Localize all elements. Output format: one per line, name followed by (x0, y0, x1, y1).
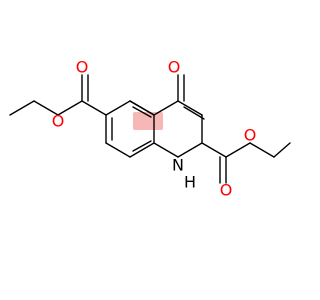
benzene-inner-double-bond-3 (132, 106, 152, 118)
carbonyl-oxygen-label: O (168, 58, 181, 77)
nitrogen-hydrogen-label: H (184, 173, 196, 192)
left-ethyl-bond-1 (33, 100, 59, 116)
right-ester-ether-oxygen-label: O (244, 126, 257, 145)
ring-double-bond-c3-c2 (183, 106, 205, 120)
left-ester-carbonyl-oxygen-label: O (76, 58, 89, 77)
right-ester-attachment-bond (201, 142, 227, 158)
left-ester-attachment-bond (81, 100, 107, 116)
left-ester-ether-bond (57, 100, 83, 116)
benzene-bond-4 (129, 142, 155, 158)
benzene-bond-3 (105, 142, 131, 158)
chemical-structure-canvas: O O O O O N H (9, 57, 291, 200)
ring-bond-c3-c2 (177, 100, 203, 116)
right-ester-carbonyl-oxygen-label: O (220, 181, 233, 200)
benzene-bond-5 (129, 100, 155, 116)
ring-bond-c1-n (177, 142, 203, 158)
right-ester-ether-bond (225, 142, 251, 158)
ring-bond-c4-c3 (153, 100, 179, 116)
ring-atom-highlight (133, 112, 163, 130)
right-ethyl-bond-1 (249, 142, 275, 158)
benzene-inner-double-bond-2 (132, 140, 152, 152)
left-ethyl-bond-2 (9, 100, 35, 116)
benzene-bond-1 (105, 100, 131, 116)
left-ester-ether-oxygen-label: O (52, 112, 65, 131)
right-ethyl-bond-2 (273, 142, 291, 158)
ring-bond-n-c8a (153, 142, 179, 158)
chemical-structure-diagram: O O O O O N H (9, 58, 291, 200)
ring-nitrogen-label: N (172, 156, 184, 175)
